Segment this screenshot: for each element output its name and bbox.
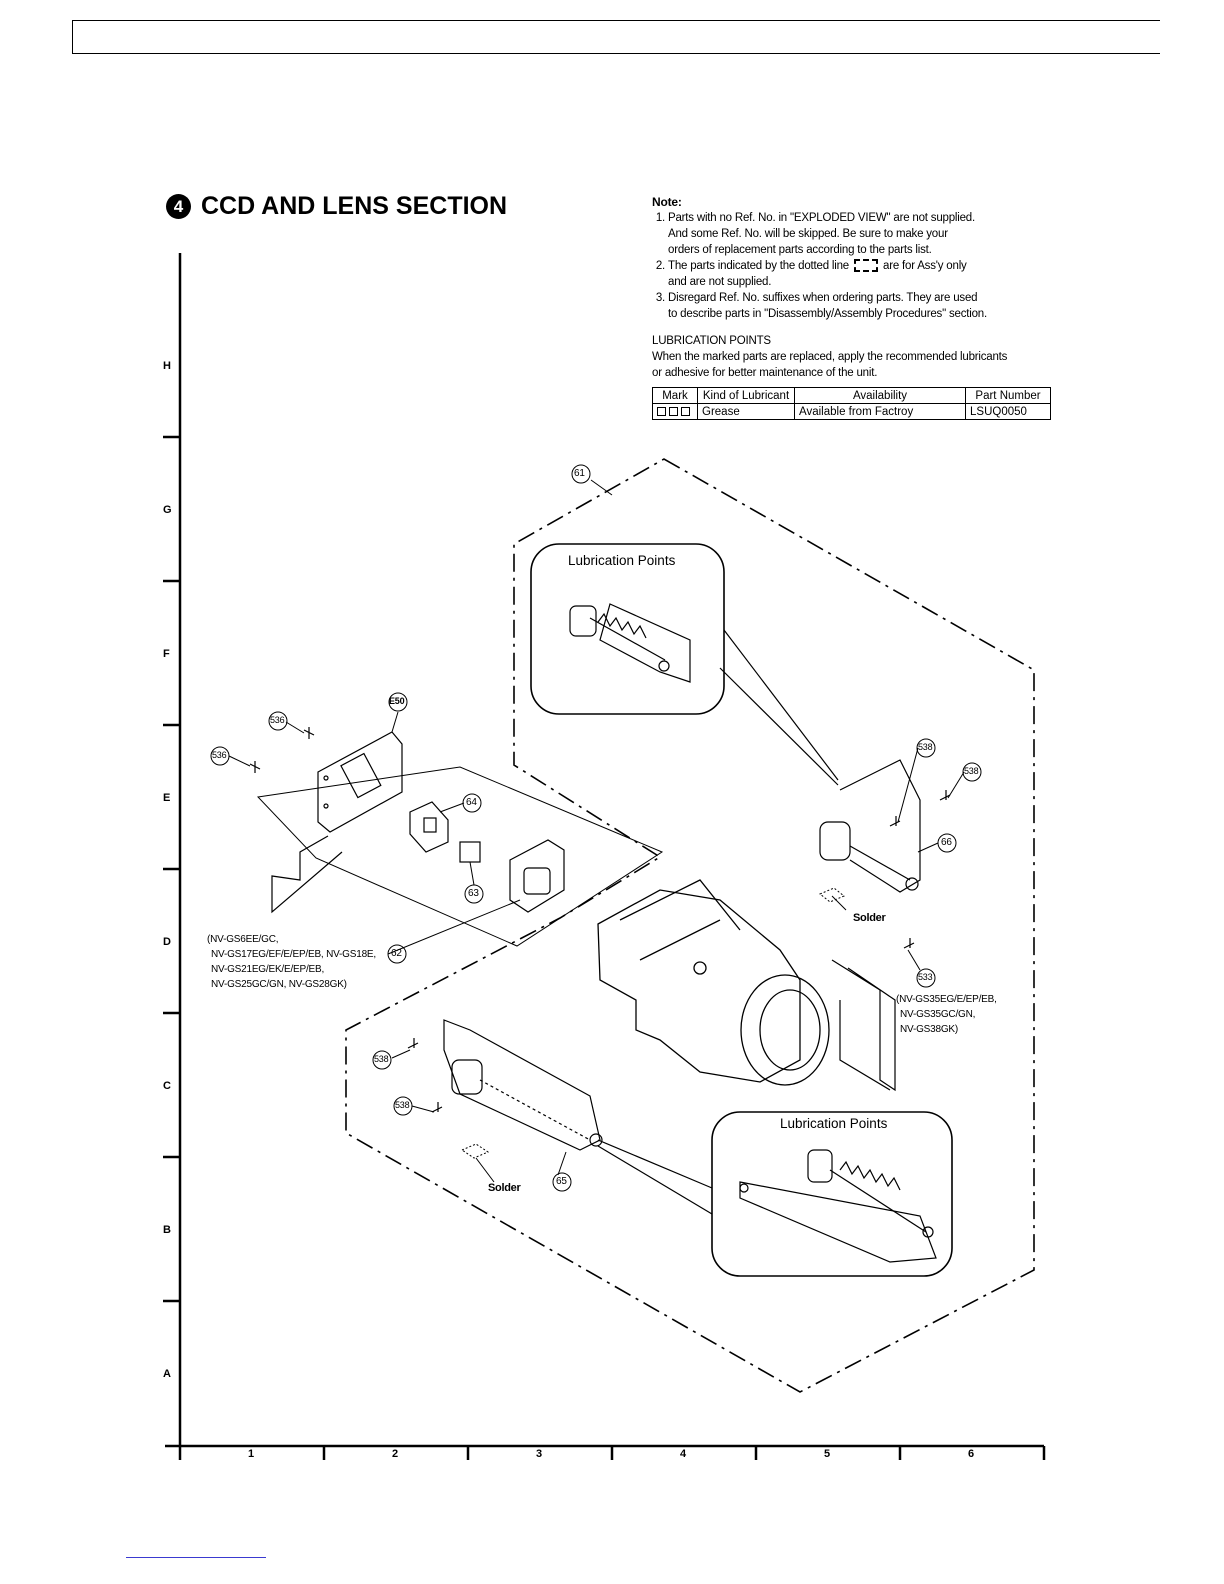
ref-63: 63 — [468, 888, 479, 899]
footer-link-line — [126, 1557, 266, 1558]
grid-col-label: 6 — [968, 1448, 975, 1460]
grid-row-label: C — [163, 1080, 171, 1092]
note-item-3-line-2: to describe parts in "Disassembly/Assemb… — [668, 308, 987, 320]
grid-col-label: 5 — [824, 1448, 831, 1460]
leader-lines — [228, 479, 965, 1183]
ref-538: 538 — [964, 766, 979, 776]
header-part-number: Part Number — [965, 387, 1051, 404]
ref-536: 536 — [270, 715, 285, 725]
models-left: (NV-GS6EE/GC, NV-GS17EG/EF/E/EP/EB, NV-G… — [207, 932, 376, 992]
model-line: NV-GS38GK) — [900, 1024, 959, 1035]
grid-row-label: A — [163, 1368, 171, 1380]
cell-part-number: LSUQ0050 — [965, 403, 1051, 420]
ref-538: 538 — [395, 1100, 410, 1110]
grid-col-label: 3 — [536, 1448, 543, 1460]
header-kind: Kind of Lubricant — [697, 387, 795, 404]
lens-holder-icon — [509, 839, 565, 913]
note-block: Note: Parts with no Ref. No. in "EXPLODE… — [652, 194, 1072, 322]
ccd-board-icon — [271, 731, 403, 914]
model-line: NV-GS35GC/GN, — [900, 1009, 976, 1020]
ref-536: 536 — [212, 750, 227, 760]
note-item-3-line-1: Disregard Ref. No. suffixes when orderin… — [668, 292, 978, 304]
solder-patch-left-icon — [460, 1143, 490, 1159]
note-item-1: Parts with no Ref. No. in "EXPLODED VIEW… — [668, 210, 1072, 258]
solder-patch-right-icon — [819, 887, 845, 903]
grid-frame — [163, 253, 1046, 1460]
lead-screw-detail-top-icon — [569, 603, 691, 683]
cell-availability: Available from Factroy — [794, 403, 966, 420]
lubrication-table-row: Grease Available from Factroy LSUQ0050 — [652, 403, 1051, 420]
lubrication-table-header-row: Mark Kind of Lubricant Availability Part… — [652, 387, 1051, 404]
ref-538: 538 — [374, 1054, 389, 1064]
grid-col-label: 1 — [248, 1448, 255, 1460]
ref-533: 533 — [918, 972, 933, 982]
lead-screw-detail-bottom-icon — [739, 1149, 937, 1263]
lubrication-text-2: or adhesive for better maintenance of th… — [652, 367, 878, 379]
note-item-1-line-1: Parts with no Ref. No. in "EXPLODED VIEW… — [668, 212, 975, 224]
note-heading: Note: — [652, 195, 682, 209]
header-frame — [72, 20, 1160, 54]
ref-64: 64 — [466, 797, 477, 808]
flex-cable-right — [831, 959, 896, 1092]
ref-62: 62 — [391, 948, 402, 959]
cell-kind: Grease — [697, 403, 795, 420]
lubrication-text-1: When the marked parts are replaced, appl… — [652, 351, 1008, 363]
assembly-61-boundary — [345, 458, 1035, 1393]
motor-65-icon — [443, 1019, 603, 1151]
ref-538: 538 — [918, 742, 933, 752]
section-title: 4 CCD AND LENS SECTION — [166, 192, 507, 221]
screw-icon — [249, 727, 951, 1113]
grid-row-label: E — [163, 792, 171, 804]
lubrication-table: Mark Kind of Lubricant Availability Part… — [652, 387, 1051, 420]
lubrication-heading: LUBRICATION POINTS — [652, 335, 771, 347]
filter-icon — [409, 801, 481, 863]
ref-65: 65 — [556, 1176, 567, 1187]
note-item-3: Disregard Ref. No. suffixes when orderin… — [668, 290, 1072, 322]
lubrication-box-top-title: Lubrication Points — [568, 553, 676, 568]
grid-row-label: D — [163, 936, 171, 948]
flex-cable-right-2 — [839, 1000, 891, 1091]
note-item-2: The parts indicated by the dotted line a… — [668, 258, 1072, 290]
model-line: NV-GS25GC/GN, NV-GS28GK) — [211, 979, 347, 990]
model-line: (NV-GS35EG/E/EP/EB, — [896, 994, 997, 1005]
section-title-text: CCD AND LENS SECTION — [201, 192, 508, 220]
note-item-2-line-1a: The parts indicated by the dotted line — [668, 260, 849, 272]
dotted-line-symbol-icon — [854, 259, 878, 273]
motor-66-icon — [819, 759, 921, 893]
grid-col-label: 2 — [392, 1448, 399, 1460]
note-item-1-line-3: orders of replacement parts according to… — [668, 244, 932, 256]
note-item-2-line-2: and are not supplied. — [668, 276, 772, 288]
lubrication-box-bottom — [711, 1111, 953, 1277]
models-right: (NV-GS35EG/E/EP/EB, NV-GS35GC/GN, NV-GS3… — [896, 992, 997, 1037]
model-line: NV-GS17EG/EF/E/EP/EB, NV-GS18E, — [211, 949, 376, 960]
ref-E50: E50 — [389, 696, 405, 706]
lens-unit-icon — [597, 879, 830, 1086]
solder-label-left: Solder — [488, 1182, 521, 1194]
grid-col-label: 4 — [680, 1448, 687, 1460]
ref-61: 61 — [574, 468, 585, 479]
solder-label-right: Solder — [853, 912, 886, 924]
lubrication-box-bottom-title: Lubrication Points — [780, 1116, 888, 1131]
grid-row-label: G — [163, 504, 172, 516]
model-line: (NV-GS6EE/GC, — [207, 934, 279, 945]
section-number-badge: 4 — [166, 194, 191, 219]
note-item-1-line-2: And some Ref. No. will be skipped. Be su… — [668, 228, 948, 240]
lubrication-box-top — [530, 543, 725, 715]
grid-row-label: F — [163, 648, 170, 660]
ref-circles — [210, 464, 982, 1192]
grid-row-label: B — [163, 1224, 171, 1236]
model-line: NV-GS21EG/EK/E/EP/EB, — [211, 964, 325, 975]
ref-66: 66 — [941, 837, 952, 848]
lubrication-block: LUBRICATION POINTS When the marked parts… — [652, 333, 1072, 381]
header-mark: Mark — [652, 387, 698, 404]
note-item-2-line-1b: are for Ass'y only — [883, 260, 967, 272]
grid-row-label: H — [163, 360, 171, 372]
